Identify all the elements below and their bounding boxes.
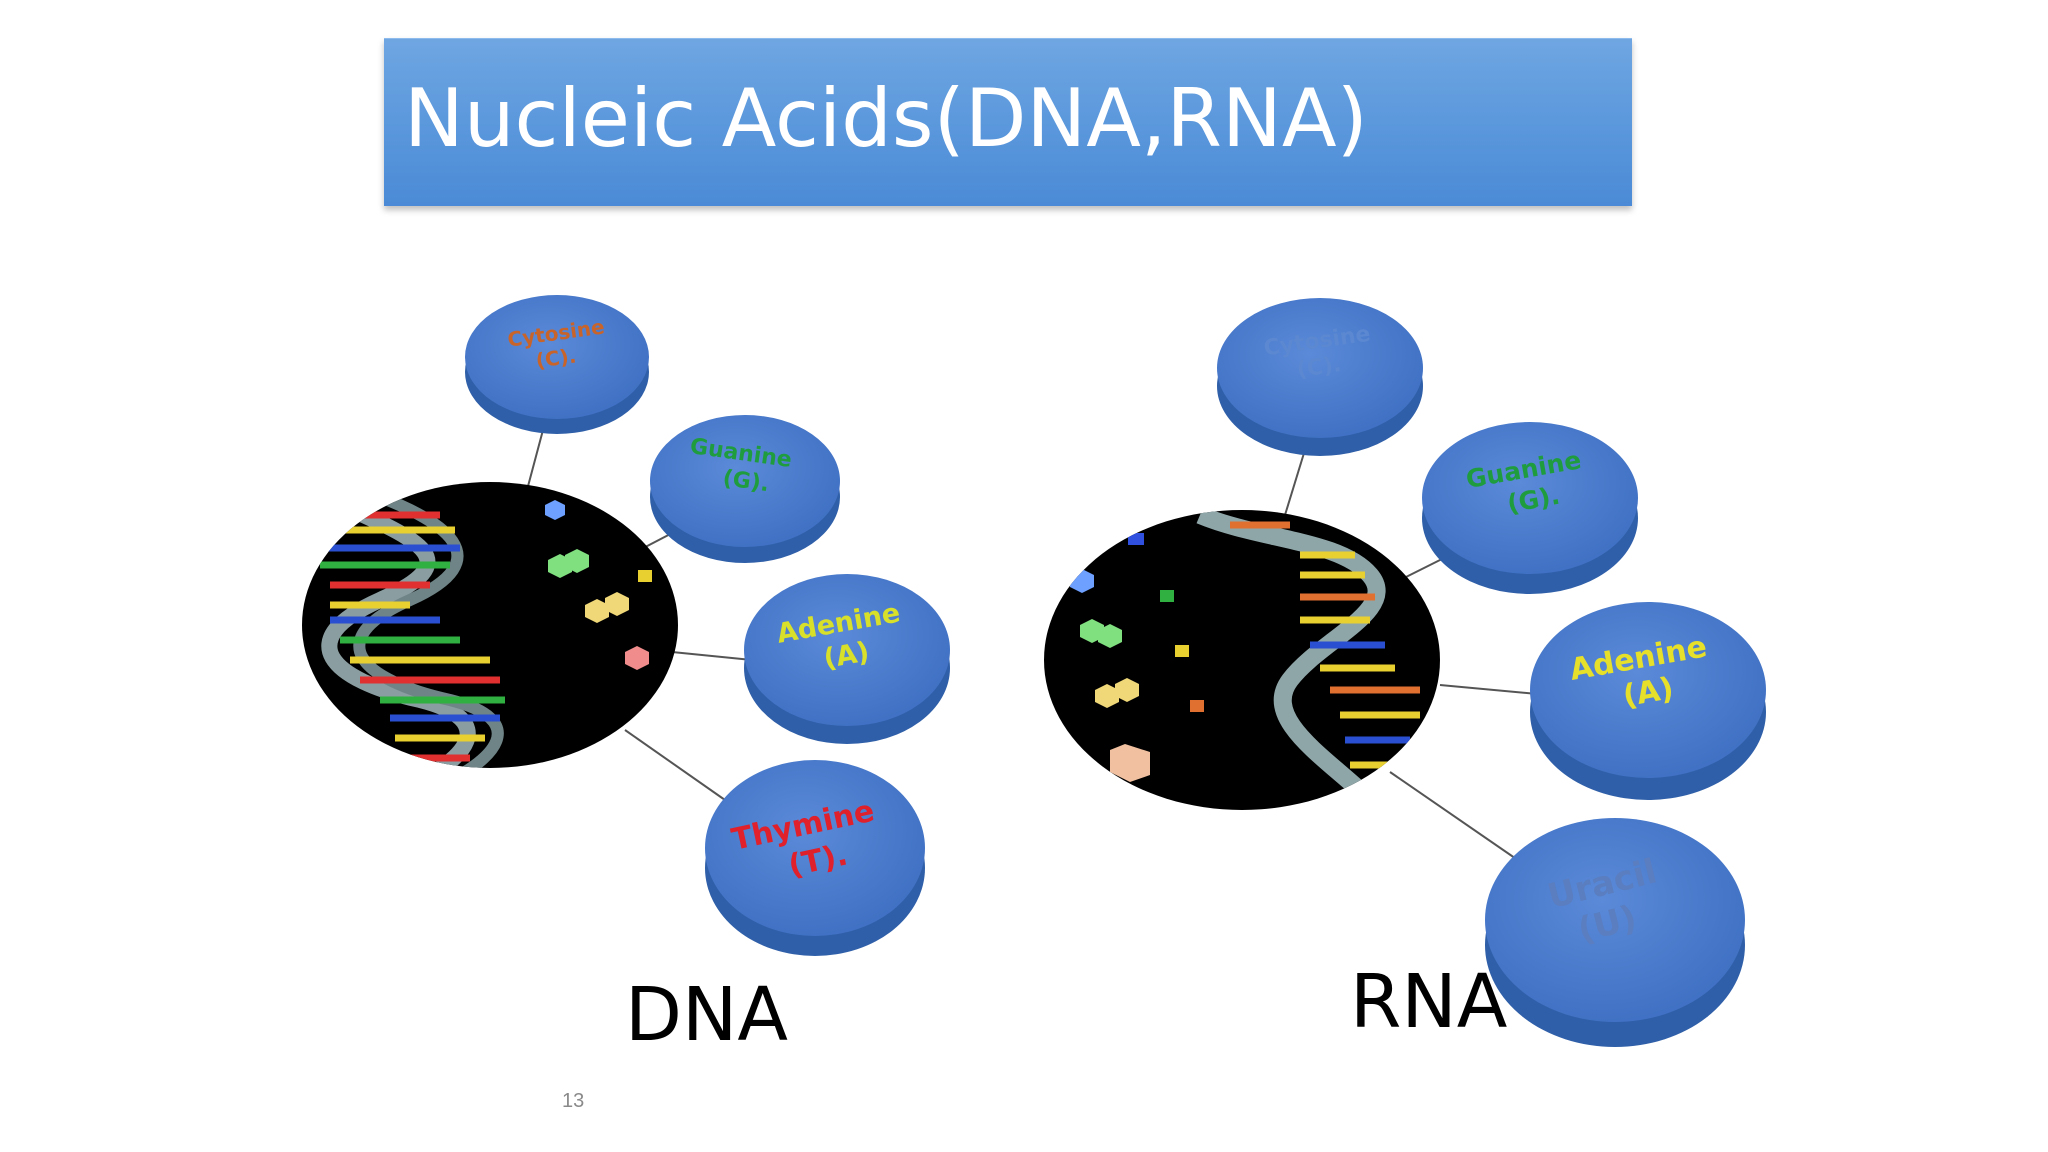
rna-line-adenine bbox=[1439, 684, 1549, 696]
rna-adenine-code: (A) bbox=[1620, 671, 1676, 714]
rna-disc-guanine bbox=[1422, 422, 1638, 594]
rna-helix-image bbox=[1044, 510, 1440, 810]
dna-line-thymine bbox=[624, 729, 726, 801]
dna-disc-thymine bbox=[705, 760, 925, 956]
dna-helix-image bbox=[302, 482, 678, 768]
dna-disc-adenine bbox=[744, 574, 950, 744]
rna-disc-uracil bbox=[1485, 818, 1745, 1047]
rna-cytosine-code: (C). bbox=[1295, 352, 1343, 383]
title-bar: Nucleic Acids(DNA,RNA) bbox=[384, 38, 1632, 206]
dna-label: DNA bbox=[625, 972, 788, 1058]
dna-cytosine-code: (C). bbox=[534, 343, 578, 372]
dna-disc-guanine bbox=[650, 415, 840, 563]
dna-line-cytosine bbox=[526, 429, 544, 491]
rna-line-uracil bbox=[1389, 771, 1526, 866]
slide-number: 13 bbox=[562, 1090, 585, 1112]
rna-disc-adenine bbox=[1530, 602, 1766, 800]
rna-label: RNA bbox=[1350, 959, 1508, 1045]
dna-line-adenine bbox=[671, 651, 753, 661]
dna-connectors bbox=[526, 429, 753, 801]
dna-disc-cytosine bbox=[465, 295, 649, 434]
rna-disc-cytosine bbox=[1217, 298, 1423, 456]
slide-title: Nucleic Acids(DNA,RNA) bbox=[404, 72, 1368, 165]
